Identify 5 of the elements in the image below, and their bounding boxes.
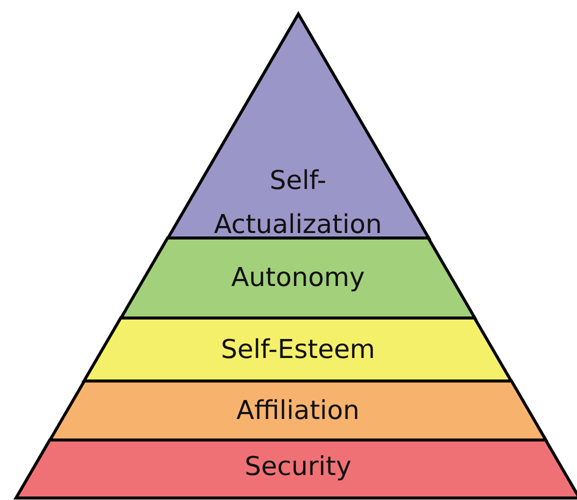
tier-label: Self-Esteem bbox=[220, 334, 376, 367]
tier-label: Autonomy bbox=[230, 262, 366, 295]
tier-label: Self-Actualization bbox=[212, 165, 384, 242]
tier-label: Security bbox=[244, 451, 352, 484]
tier-label: Affiliation bbox=[235, 395, 361, 428]
